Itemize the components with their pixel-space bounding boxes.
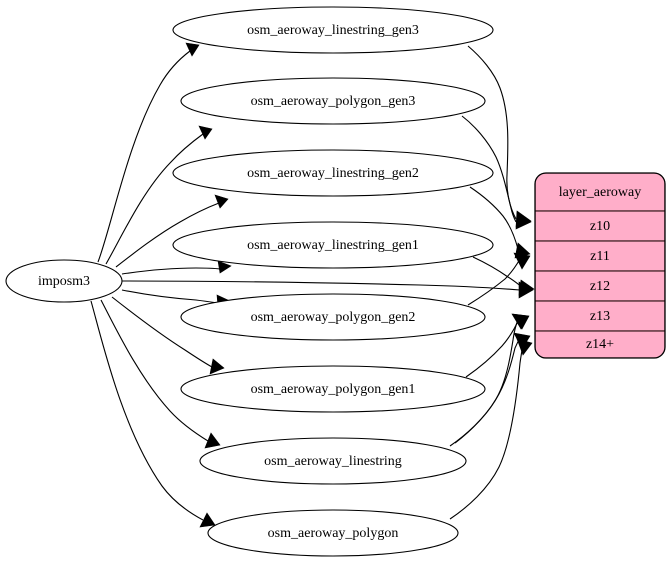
node-osm_aeroway_linestring[interactable]: osm_aeroway_linestring	[199, 437, 467, 485]
edge-imposm3-to-polygon-gen1	[111, 296, 225, 375]
node-osm_aeroway_linestring-shape[interactable]	[199, 437, 467, 485]
edge-polygon-to-z14	[449, 338, 533, 520]
edge-polygon-gen3-to-z10	[461, 115, 532, 230]
edge-imposm3-to-linestring-gen2	[115, 194, 229, 268]
node-imposm3[interactable]: imposm3	[5, 259, 123, 303]
table-row-z14-label: z14+	[586, 337, 614, 352]
node-osm_aeroway_linestring_gen2[interactable]: osm_aeroway_linestring_gen2	[172, 149, 494, 197]
edge-imposm3-to-linestring-gen3	[97, 42, 200, 263]
node-osm_aeroway_linestring_gen2-shape[interactable]	[172, 149, 494, 197]
node-osm_aeroway_polygon_gen3-shape[interactable]	[180, 77, 486, 125]
table-row-z10-label: z10	[590, 219, 610, 234]
node-osm_aeroway_polygon_gen3-label: osm_aeroway_polygon_gen3	[251, 94, 416, 109]
table-header-label: layer_aeroway	[559, 185, 641, 200]
node-osm_aeroway_polygon_gen2[interactable]: osm_aeroway_polygon_gen2	[180, 293, 486, 341]
node-osm_aeroway_polygon_gen1-label: osm_aeroway_polygon_gen1	[251, 382, 416, 397]
node-imposm3-shape[interactable]	[5, 259, 123, 303]
node-osm_aeroway_polygon[interactable]: osm_aeroway_polygon	[207, 509, 459, 557]
node-osm_aeroway_polygon_gen1[interactable]: osm_aeroway_polygon_gen1	[180, 365, 486, 413]
node-osm_aeroway_polygon_gen2-label: osm_aeroway_polygon_gen2	[251, 310, 416, 325]
edge-imposm3-to-linestring	[100, 299, 221, 449]
node-osm_aeroway_polygon_gen1-shape[interactable]	[180, 365, 486, 413]
node-osm_aeroway_polygon-label: osm_aeroway_polygon	[268, 526, 399, 541]
node-osm_aeroway_polygon_gen3[interactable]: osm_aeroway_polygon_gen3	[180, 77, 486, 125]
edge-polygon-gen2-to-z11	[467, 252, 531, 306]
edge-linestring-gen3-to-z10	[467, 45, 532, 228]
table-row-z14-cell[interactable]	[535, 330, 665, 358]
node-osm_aeroway_linestring_gen1[interactable]: osm_aeroway_linestring_gen1	[172, 221, 494, 269]
edge-linestring-gen1-to-z12	[472, 256, 535, 296]
table-outer-border	[534, 172, 666, 359]
node-osm_aeroway_linestring_gen3-label: osm_aeroway_linestring_gen3	[247, 23, 419, 38]
table-row-header-cell[interactable]	[535, 173, 665, 212]
node-osm_aeroway_linestring_gen1-shape[interactable]	[172, 221, 494, 269]
node-osm_aeroway_polygon_gen2-shape[interactable]	[180, 293, 486, 341]
edge-imposm3-to-linestring-gen1	[121, 260, 232, 275]
table-row-z12-label: z12	[590, 279, 610, 294]
node-osm_aeroway_linestring-label: osm_aeroway_linestring	[264, 454, 402, 469]
table-layer-aeroway[interactable]: layer_aeroway z10 z11 z12 z13 z14+	[534, 172, 666, 359]
node-osm_aeroway_linestring_gen2-label: osm_aeroway_linestring_gen2	[247, 166, 419, 181]
table-row-z13-label: z13	[590, 309, 610, 324]
edge-imposm3-to-polygon	[90, 300, 216, 528]
node-osm_aeroway_linestring_gen1-label: osm_aeroway_linestring_gen1	[247, 238, 419, 253]
node-osm_aeroway_linestring_gen3[interactable]: osm_aeroway_linestring_gen3	[172, 6, 494, 54]
edge-imposm3-to-polygon-gen3	[105, 125, 213, 265]
node-osm_aeroway_linestring_gen3-shape[interactable]	[172, 6, 494, 54]
node-osm_aeroway_polygon-shape[interactable]	[207, 509, 459, 557]
table-row-z11-label: z11	[590, 249, 610, 264]
node-imposm3-label: imposm3	[38, 274, 90, 289]
